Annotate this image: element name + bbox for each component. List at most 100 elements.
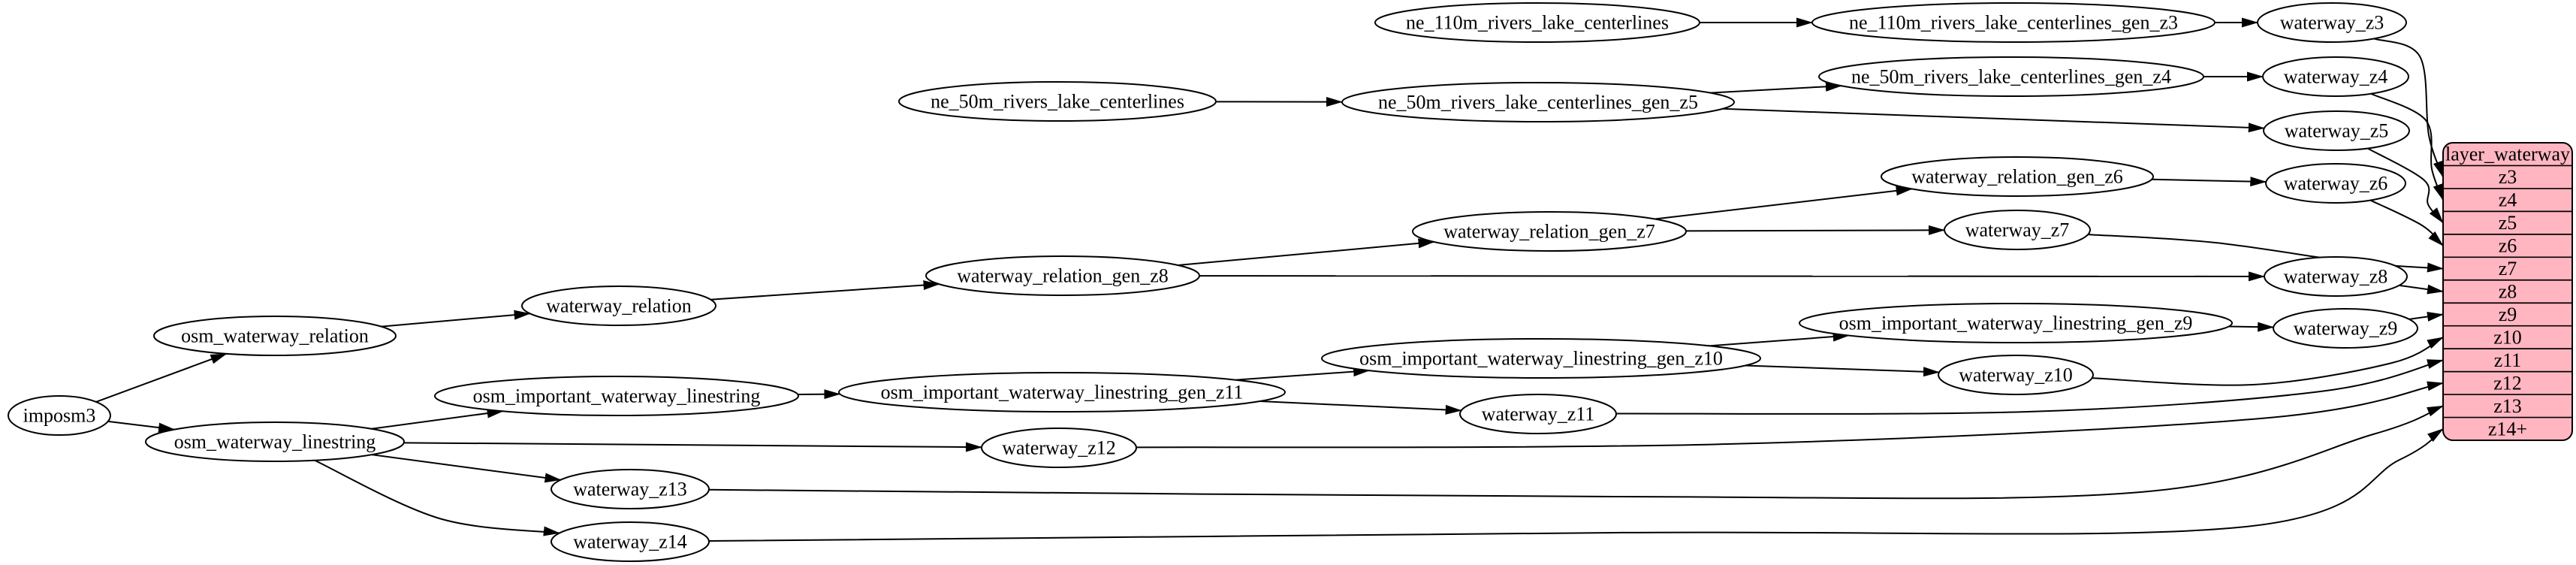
edges-layer: [95, 17, 2444, 542]
edge-osm_important_waterway_linestring_gen_z11-to-waterway_z11: [1259, 400, 1462, 415]
edge-waterway_z5-to-z5: [2367, 147, 2444, 224]
node-waterway_z8: [2264, 256, 2408, 297]
node-label-waterway_z12: waterway_z12: [1002, 437, 1116, 459]
edge-waterway_relation_gen_z7-to-waterway_relation_gen_z6: [1654, 186, 1913, 220]
node-osm_important_waterway_linestring: [434, 376, 799, 416]
edge-waterway_z12-to-z12: [1136, 381, 2444, 449]
node-waterway_z3: [2257, 2, 2407, 43]
edge-waterway_relation_gen_z8-to-waterway_relation_gen_z7: [1178, 238, 1435, 267]
edge-osm_important_waterway_linestring_gen_z11-to-osm_important_waterway_linestring_gen_z10: [1235, 367, 1371, 381]
edge-waterway_z8-to-z8: [2399, 284, 2444, 295]
edge-waterway_z11-to-z11: [1615, 359, 2444, 415]
edge-waterway_relation_gen_z6-to-waterway_z6: [2152, 177, 2267, 187]
node-waterway_relation_gen_z7: [1412, 211, 1687, 252]
edge-imposm3-to-osm_waterway_relation: [95, 352, 228, 403]
node-label-waterway_relation_gen_z7: waterway_relation_gen_z7: [1443, 221, 1655, 243]
edge-osm_waterway_linestring-to-waterway_z12: [403, 442, 983, 452]
node-osm_important_waterway_linestring_gen_z9: [1799, 303, 2233, 343]
node-ne_50m_rivers_lake_centerlines_gen_z5: [1341, 82, 1735, 122]
table-row-z10: z10: [2493, 326, 2522, 348]
table-row-z11: z11: [2494, 349, 2522, 371]
node-imposm3: [8, 395, 111, 436]
node-label-ne_50m_rivers_lake_centerlines_gen_z4: ne_50m_rivers_lake_centerlines_gen_z4: [1851, 66, 2171, 88]
node-label-waterway_relation_gen_z8: waterway_relation_gen_z8: [957, 265, 1169, 287]
node-label-ne_50m_rivers_lake_centerlines: ne_50m_rivers_lake_centerlines: [931, 91, 1184, 113]
table-row-z6: z6: [2499, 235, 2517, 257]
edge-osm_important_waterway_linestring_gen_z10-to-waterway_z10: [1745, 364, 1940, 377]
layer-table-box: [2442, 142, 2573, 441]
node-label-waterway_z7: waterway_z7: [1965, 219, 2070, 241]
table-row-z12: z12: [2493, 372, 2522, 394]
node-label-waterway_z3: waterway_z3: [2280, 12, 2384, 34]
node-label-waterway_z9: waterway_z9: [2294, 318, 2398, 340]
node-label-ne_110m_rivers_lake_centerlines: ne_110m_rivers_lake_centerlines: [1406, 12, 1669, 34]
node-waterway_z7: [1944, 210, 2091, 250]
table-layer: layer_waterwayz3z4z5z6z7z8z9z10z11z12z13…: [2442, 142, 2573, 441]
edge-osm_important_waterway_linestring_gen_z9-to-waterway_z9: [2228, 322, 2275, 332]
node-label-waterway_z13: waterway_z13: [573, 479, 687, 500]
table-row-z13: z13: [2493, 395, 2522, 417]
edge-waterway_z10-to-z10: [2092, 337, 2444, 386]
node-label-waterway_relation_gen_z6: waterway_relation_gen_z6: [1911, 166, 2123, 188]
node-waterway_z11: [1459, 394, 1617, 434]
node-label-osm_waterway_linestring: osm_waterway_linestring: [174, 431, 376, 453]
edge-osm_waterway_relation-to-waterway_relation: [381, 310, 531, 328]
node-waterway_z5: [2263, 110, 2410, 151]
node-label-waterway_relation: waterway_relation: [546, 295, 691, 317]
edge-imposm3-to-osm_waterway_linestring: [107, 420, 176, 433]
node-label-waterway_z6: waterway_z6: [2284, 173, 2388, 195]
node-ne_50m_rivers_lake_centerlines_gen_z4: [1818, 56, 2204, 97]
layer-table-title: layer_waterway: [2445, 144, 2570, 165]
edge-waterway_z6-to-z6: [2369, 199, 2444, 246]
edge-osm_waterway_linestring-to-waterway_z14: [314, 459, 560, 536]
table-row-z3: z3: [2499, 166, 2517, 188]
node-ne_50m_rivers_lake_centerlines: [898, 81, 1217, 122]
edge-waterway_z3-to-z3: [2373, 38, 2444, 178]
edge-waterway_z4-to-z4: [2370, 92, 2444, 201]
node-label-waterway_z8: waterway_z8: [2284, 266, 2388, 288]
node-waterway_z13: [550, 469, 710, 509]
node-label-osm_important_waterway_linestring_gen_z9: osm_important_waterway_linestring_gen_z9: [1839, 313, 2193, 334]
node-waterway_z6: [2265, 163, 2406, 204]
table-row-z5: z5: [2499, 212, 2517, 234]
edge-waterway_z7-to-z7: [2088, 234, 2444, 273]
node-label-imposm3: imposm3: [23, 405, 96, 427]
edge-waterway_relation-to-waterway_relation_gen_z8: [710, 280, 940, 301]
node-label-waterway_z10: waterway_z10: [1959, 364, 2073, 386]
node-label-waterway_z4: waterway_z4: [2284, 66, 2388, 88]
node-label-osm_important_waterway_linestring_gen_z10: osm_important_waterway_linestring_gen_z1…: [1359, 348, 1723, 370]
edge-osm_important_waterway_linestring_gen_z10-to-osm_important_waterway_linestring_gen_z9: [1709, 331, 1850, 347]
node-label-ne_110m_rivers_lake_centerlines_gen_z3: ne_110m_rivers_lake_centerlines_gen_z3: [1849, 12, 2178, 34]
node-waterway_z4: [2262, 56, 2409, 97]
table-row-z8: z8: [2499, 281, 2517, 303]
node-osm_important_waterway_linestring_gen_z11: [838, 372, 1286, 412]
node-waterway_relation_gen_z6: [1881, 156, 2154, 197]
node-osm_waterway_linestring: [145, 421, 405, 462]
edge-waterway_z13-to-z13: [708, 405, 2444, 500]
node-waterway_z14: [550, 521, 710, 562]
node-label-ne_50m_rivers_lake_centerlines_gen_z5: ne_50m_rivers_lake_centerlines_gen_z5: [1378, 92, 1698, 113]
node-label-waterway_z14: waterway_z14: [573, 531, 687, 553]
node-ne_110m_rivers_lake_centerlines_gen_z3: [1811, 2, 2216, 43]
node-ne_110m_rivers_lake_centerlines: [1374, 2, 1700, 43]
table-row-z14+: z14+: [2488, 418, 2527, 440]
node-label-osm_waterway_relation: osm_waterway_relation: [181, 325, 369, 347]
edge-ne_50m_rivers_lake_centerlines_gen_z5-to-ne_50m_rivers_lake_centerlines_gen_z4: [1710, 81, 1842, 94]
nodes-layer: imposm3 osm_waterway_relation osm_waterway…: [8, 2, 2418, 562]
node-waterway_z12: [981, 428, 1137, 468]
node-label-osm_important_waterway_linestring_gen_z11: osm_important_waterway_linestring_gen_z1…: [881, 382, 1244, 403]
node-osm_important_waterway_linestring_gen_z10: [1321, 338, 1761, 379]
edge-osm_waterway_linestring-to-osm_important_waterway_linestring: [371, 408, 504, 430]
node-waterway_relation: [521, 286, 716, 326]
node-label-waterway_z11: waterway_z11: [1482, 403, 1595, 425]
node-label-waterway_z5: waterway_z5: [2285, 120, 2389, 142]
edge-waterway_z9-to-z9: [2409, 311, 2444, 322]
edge-waterway_z14-to-z14+: [708, 428, 2444, 542]
table-row-z9: z9: [2499, 304, 2517, 325]
node-waterway_z10: [1938, 355, 2094, 395]
edge-osm_waterway_linestring-to-waterway_z13: [371, 454, 562, 483]
node-osm_waterway_relation: [153, 316, 397, 356]
node-waterway_z9: [2273, 308, 2418, 349]
